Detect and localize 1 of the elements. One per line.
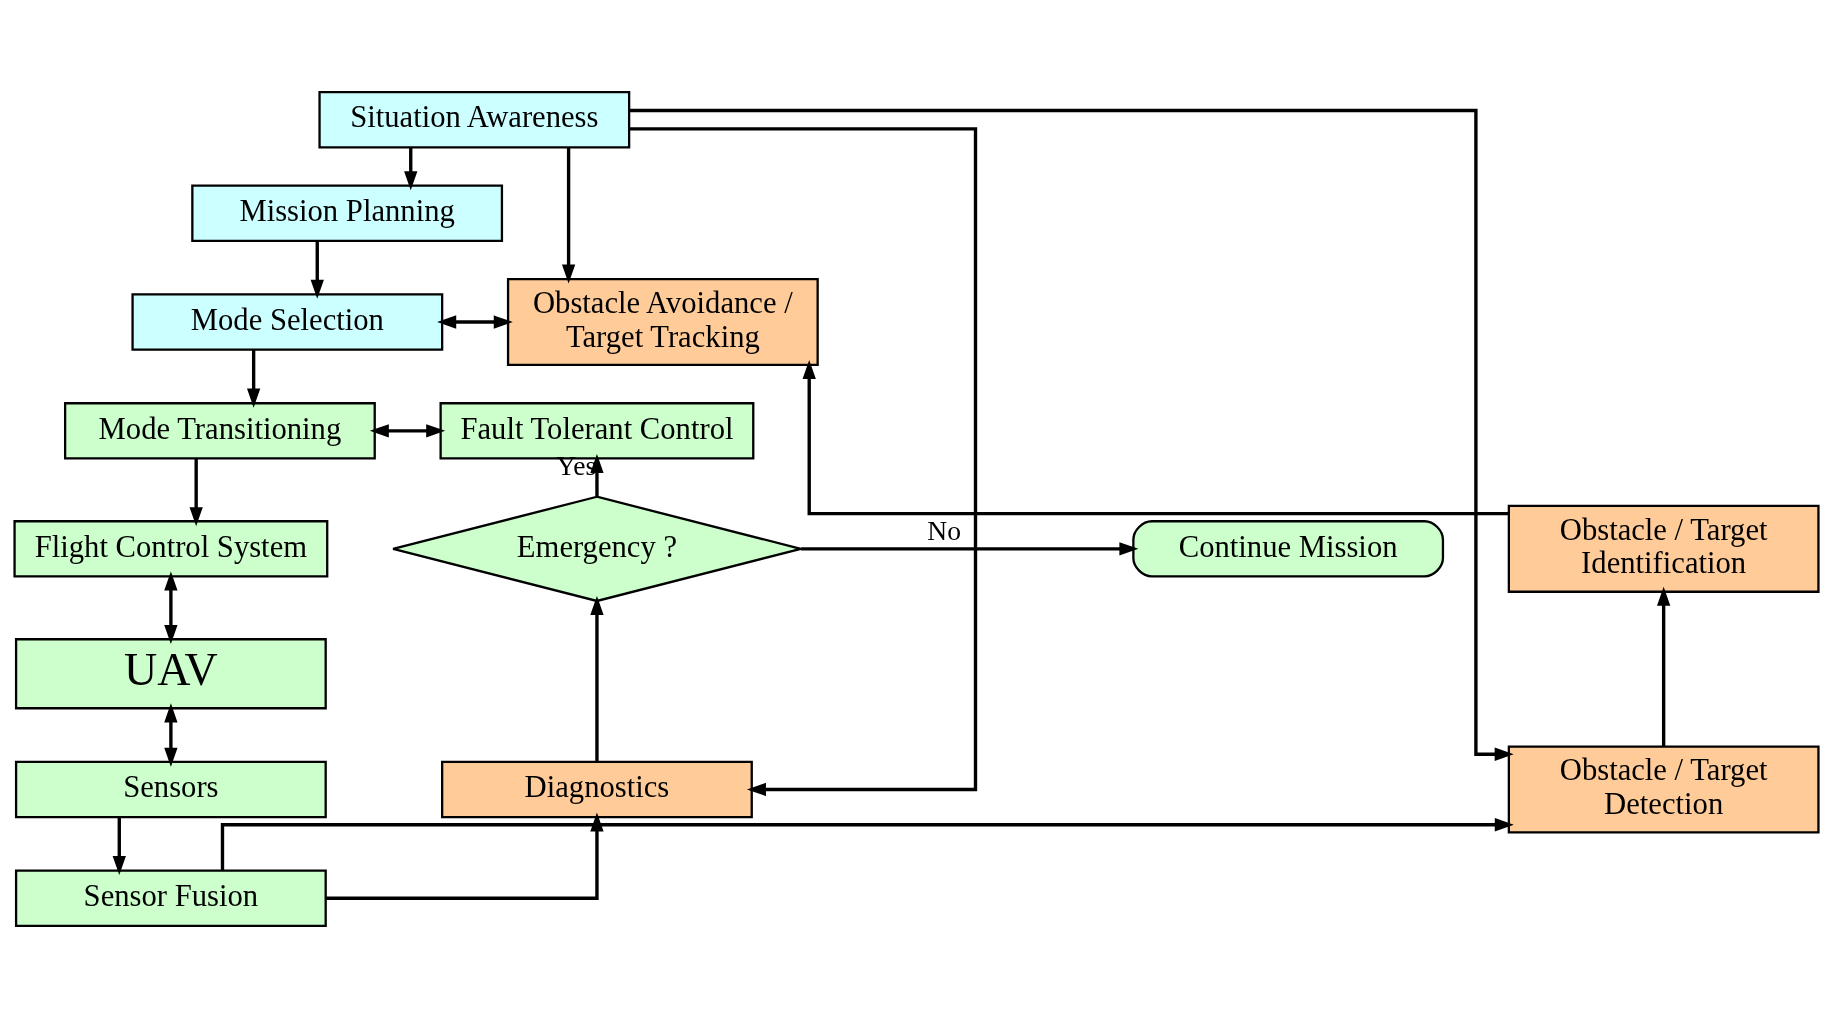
edge-label: No xyxy=(927,514,962,546)
